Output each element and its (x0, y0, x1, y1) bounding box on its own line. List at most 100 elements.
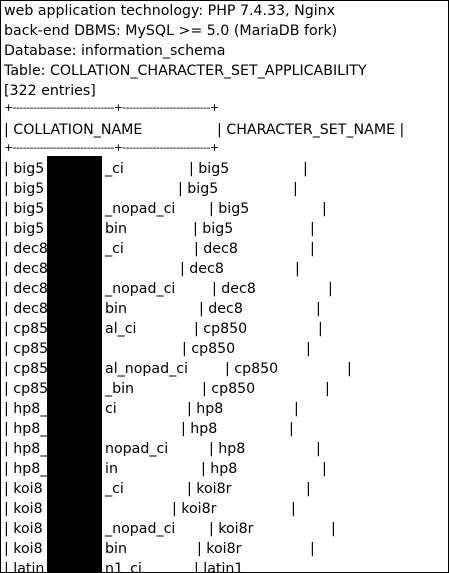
character-set-name-cell: | koi8r (197, 541, 242, 557)
collation-name-suffix: ci (105, 401, 117, 417)
row-end-border: | (322, 201, 327, 217)
table-row: | dec8 _nopad_ci | dec8 | (4, 279, 444, 299)
row-end-border: | (316, 301, 321, 317)
row-end-border: | (291, 501, 296, 517)
collation-name-suffix: _nopad_ci (105, 201, 176, 217)
table-row: | cp85_bin| cp850| (4, 379, 444, 399)
row-end-border: | (306, 341, 311, 357)
character-set-name-cell: | big5 (178, 181, 219, 197)
collation-name-suffix: al_nopad_ci (105, 361, 188, 377)
collation-name-prefix: | hp8_ (4, 441, 48, 457)
row-end-border: | (318, 321, 323, 337)
collation-name-prefix: | hp8_ (4, 421, 48, 437)
table-row: | hp8_ | hp8 | (4, 419, 444, 439)
table-row: | cp85 | cp850 | (4, 339, 444, 359)
collation-name-prefix: | hp8_ (4, 461, 48, 477)
table-row: | big5_ci| big5| (4, 159, 444, 179)
column-header-character-set-name: | CHARACTER_SET_NAME | (217, 122, 405, 138)
collation-name-suffix: al_ci (105, 321, 137, 337)
collation-name-prefix: | big5 (4, 161, 45, 177)
table-row: | big5_nopad_ci| big5| (4, 199, 444, 219)
character-set-name-cell: | dec8 (180, 261, 224, 277)
collation-name-suffix: _nopad_ci (105, 281, 176, 297)
collation-name-suffix: n1_ci (105, 561, 142, 573)
dbms-line: back-end DBMS: MySQL >= 5.0 (MariaDB for… (4, 23, 338, 39)
table-name-line: Table: COLLATION_CHARACTER_SET_APPLICABI… (4, 63, 367, 79)
web-tech-line: web application technology: PHP 7.4.33, … (4, 3, 336, 19)
table-row: | hp8_ci| hp8| (4, 399, 444, 419)
character-set-name-cell: | hp8 (181, 421, 218, 437)
table-row: | dec8 | dec8 | (4, 259, 444, 279)
row-end-border: | (322, 461, 327, 477)
table-header-row: | COLLATION_NAME | CHARACTER_SET_NAME | (4, 120, 444, 140)
table-row: | hp8_ in | hp8 | (4, 459, 444, 479)
collation-name-prefix: | dec8 (4, 281, 48, 297)
character-set-name-cell: | latin1 (194, 561, 244, 573)
collation-name-suffix: nopad_ci (105, 441, 169, 457)
collation-name-prefix: | latin (4, 561, 45, 573)
table-row: | cp85 al_nopad_ci | cp850 | (4, 359, 444, 379)
collation-name-prefix: | koi8 (4, 541, 43, 557)
row-end-border: | (310, 241, 315, 257)
row-end-border: | (289, 421, 294, 437)
collation-name-prefix: | dec8 (4, 301, 48, 317)
character-set-name-cell: | hp8 (187, 401, 224, 417)
row-end-border: | (295, 261, 300, 277)
character-set-name-cell: | koi8r (187, 481, 232, 497)
collation-name-suffix: _ci (105, 241, 124, 257)
collation-name-prefix: | big5 (4, 181, 45, 197)
character-set-name-cell: | big5 (209, 201, 250, 217)
character-set-name-cell: | cp850 (225, 361, 279, 377)
collation-name-suffix: bin (105, 541, 127, 557)
redaction-bar (47, 156, 102, 572)
collation-name-prefix: | dec8 (4, 261, 48, 277)
table-row: | koi8 _nopad_ci | koi8r | (4, 519, 444, 539)
row-end-border: | (310, 221, 315, 237)
collation-name-prefix: | cp85 (4, 361, 49, 377)
table-row: | dec8_ci| dec8| (4, 239, 444, 259)
character-set-name-cell: | big5 (189, 161, 230, 177)
character-set-name-cell: | cp850 (182, 341, 236, 357)
collation-name-prefix: | koi8 (4, 481, 43, 497)
character-set-name-cell: | big5 (193, 221, 234, 237)
collation-name-prefix: | koi8 (4, 521, 43, 537)
row-end-border: | (293, 181, 298, 197)
collation-name-prefix: | cp85 (4, 341, 49, 357)
table-row: | big5 | big5 | (4, 179, 444, 199)
column-header-collation-name: | COLLATION_NAME (4, 122, 143, 138)
collation-name-suffix: in (105, 461, 118, 477)
collation-name-prefix: | hp8_ (4, 401, 48, 417)
character-set-name-cell: | cp850 (194, 321, 248, 337)
table-top-border: +------------------------------+--------… (4, 101, 219, 114)
table-header-border: +------------------------------+--------… (4, 141, 219, 154)
character-set-name-cell: | koi8r (172, 501, 217, 517)
character-set-name-cell: | hp8 (201, 461, 238, 477)
collation-name-prefix: | koi8 (4, 501, 43, 517)
collation-name-prefix: | cp85 (4, 381, 49, 397)
collation-name-suffix: _nopad_ci (105, 521, 176, 537)
table-row: | koi8 _ci | koi8r | (4, 479, 444, 499)
table-row: | koi8 | koi8r | (4, 499, 444, 519)
collation-name-prefix: | dec8 (4, 241, 48, 257)
table-row: | koi8 bin | koi8r | (4, 539, 444, 559)
row-end-border: | (331, 521, 336, 537)
table-row: | cp85 al_ci | cp850 | (4, 319, 444, 339)
table-row: | latin n1_ci | latin1 (4, 559, 444, 573)
character-set-name-cell: | hp8 (209, 441, 246, 457)
collation-name-suffix: bin (105, 221, 127, 237)
character-set-name-cell: | koi8r (209, 521, 254, 537)
row-end-border: | (306, 481, 311, 497)
row-end-border: | (347, 361, 352, 377)
row-end-border: | (328, 281, 333, 297)
character-set-name-cell: | dec8 (212, 281, 256, 297)
row-end-border: | (316, 441, 321, 457)
row-end-border: | (310, 541, 315, 557)
collation-name-suffix: _ci (105, 481, 124, 497)
database-line: Database: information_schema (4, 43, 226, 59)
character-set-name-cell: | dec8 (199, 301, 243, 317)
collation-name-prefix: | cp85 (4, 321, 49, 337)
row-end-border: | (303, 161, 308, 177)
